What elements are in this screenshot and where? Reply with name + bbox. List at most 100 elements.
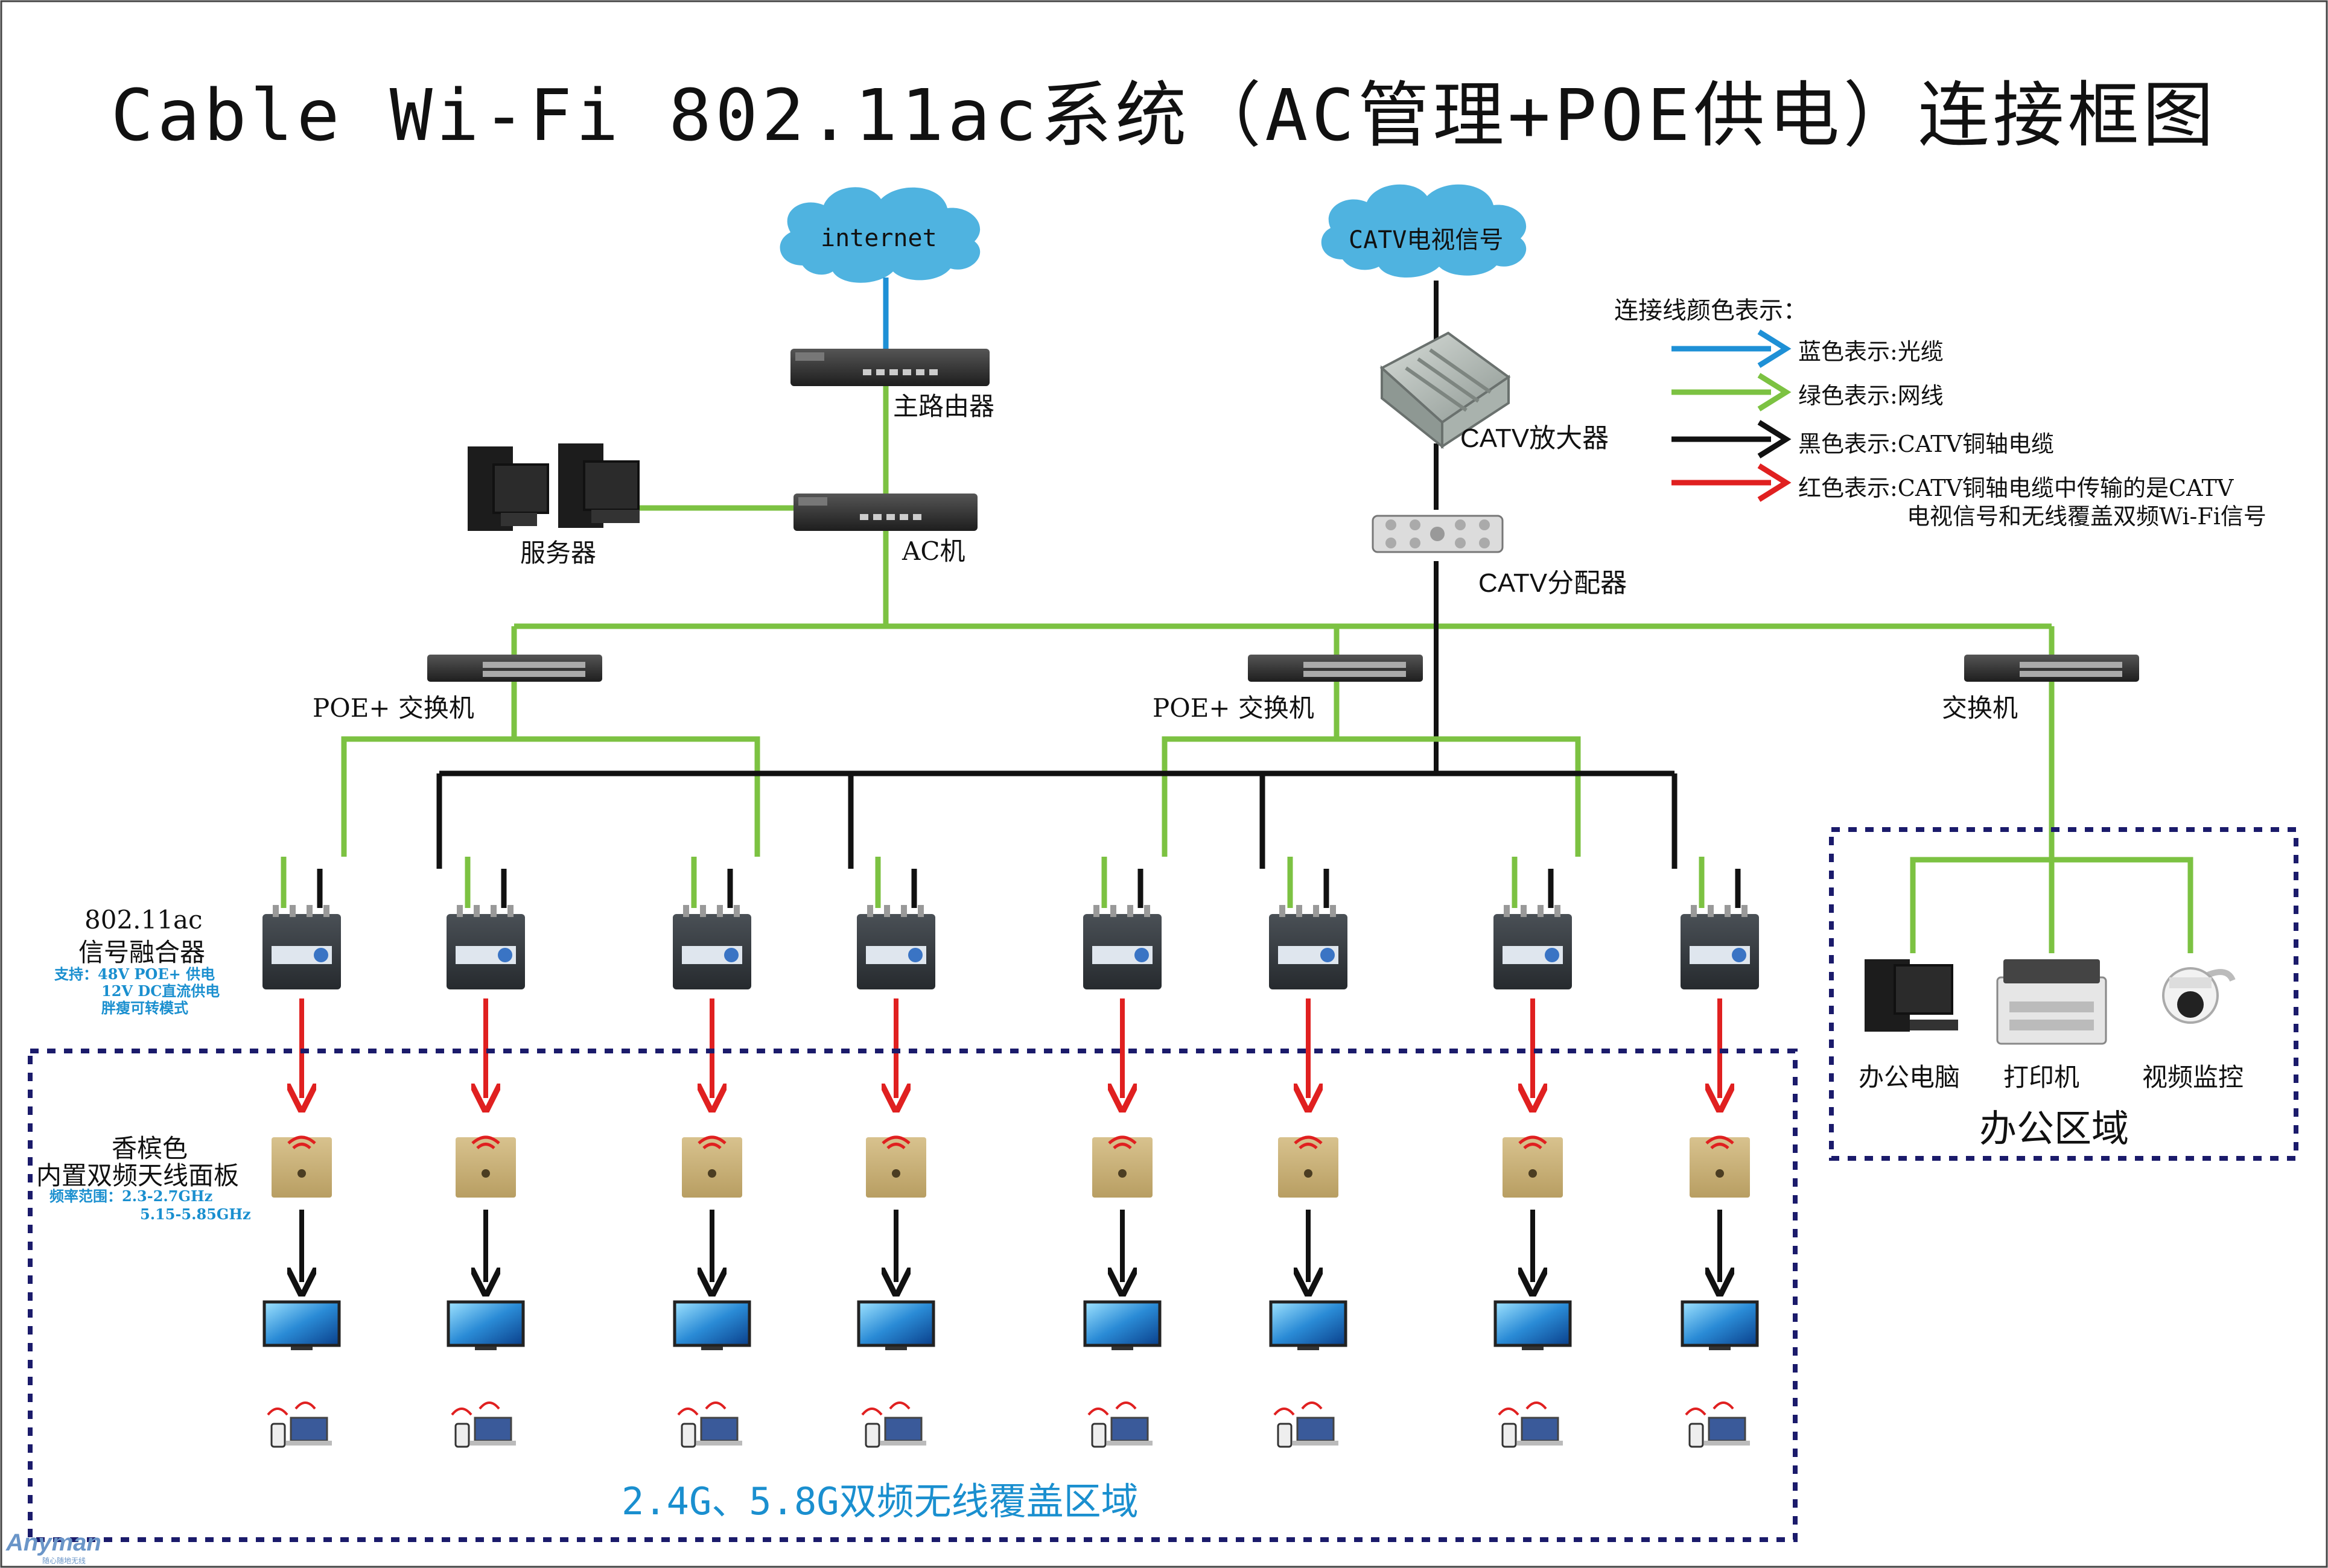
- combiner-port-7-2: [1538, 905, 1544, 917]
- panel-wifi-icon-inner-2: [476, 1143, 495, 1149]
- combiner-port-6-3: [1330, 905, 1336, 917]
- panel-port-7: [1528, 1169, 1537, 1178]
- tv-icon-6: [1269, 1300, 1347, 1347]
- catv-amplifier-icon: [1379, 331, 1511, 449]
- combiner-port-2-3: [507, 905, 514, 917]
- combiner-port-4-0: [867, 905, 873, 917]
- panel-port-8: [1716, 1169, 1724, 1178]
- tv-stand-3: [701, 1347, 723, 1350]
- catv-cloud: [1321, 184, 1527, 278]
- tv-stand-6: [1297, 1347, 1319, 1350]
- lan-branch-right: [1162, 736, 1581, 857]
- legend-arrowhead-1: [1757, 329, 1792, 368]
- device-wifi-icon-5: [1087, 1408, 1109, 1416]
- tv-icon-4: [857, 1300, 935, 1347]
- combiner-title-2: 信号融合器: [78, 938, 206, 967]
- office-pc-icon: [1865, 959, 1958, 1032]
- device-wifi-icon-2-6: [1301, 1401, 1323, 1410]
- panel-port-1: [297, 1169, 306, 1178]
- panel-wifi-icon-inner-5: [1113, 1143, 1132, 1149]
- tv-icon-5: [1083, 1300, 1162, 1347]
- panel-wifi-icon-7: [1518, 1135, 1547, 1144]
- phone-icon-8: [1688, 1423, 1704, 1448]
- antenna-panel-2: [456, 1137, 516, 1198]
- catv-splitter-label: CATV分配器: [1478, 568, 1627, 598]
- phone-icon-5: [1091, 1423, 1107, 1448]
- laptop-icon-5: [1110, 1417, 1149, 1442]
- catv-signal-label: CATV电视信号: [1349, 226, 1504, 254]
- laptop-icon-7: [1521, 1417, 1559, 1442]
- combiner-port-1-0: [273, 905, 279, 917]
- panel-freq-2: 5.15-5.85GHz: [140, 1205, 251, 1223]
- device-wifi-icon-2-5: [1115, 1401, 1137, 1410]
- device-wifi-icon-3: [677, 1408, 699, 1416]
- phone-icon-6: [1277, 1423, 1293, 1448]
- office-zone-title: 办公区域: [1979, 1106, 2129, 1151]
- main-router-label: 主路由器: [893, 392, 995, 421]
- combiner-port-4-2: [901, 905, 907, 917]
- combiner-logo-2: [498, 948, 512, 962]
- laptop-icon-4: [884, 1417, 923, 1442]
- panel-wifi-icon-inner-7: [1523, 1143, 1542, 1149]
- panel-wifi-icon-4: [882, 1135, 911, 1144]
- tv-icon-3: [673, 1300, 751, 1347]
- combiner-logo-4: [908, 948, 923, 962]
- laptop-base-1: [286, 1441, 332, 1446]
- legend-item-lan: 绿色表示:网线: [1798, 382, 1944, 409]
- antenna-panel-1: [272, 1137, 332, 1198]
- panel-wifi-icon-inner-3: [702, 1143, 722, 1149]
- phone-icon-2: [454, 1423, 470, 1448]
- antenna-panel-3: [682, 1137, 742, 1198]
- device-wifi-icon-4: [861, 1408, 883, 1416]
- combiner-logo-6: [1320, 948, 1335, 962]
- device-wifi-icon-6: [1273, 1408, 1295, 1416]
- panel-freq-1: 频率范围：2.3-2.7GHz: [49, 1187, 213, 1205]
- laptop-icon-6: [1296, 1417, 1335, 1442]
- office-pc-label: 办公电脑: [1859, 1062, 1961, 1092]
- phone-icon-3: [681, 1423, 696, 1448]
- combiner-port-2-1: [474, 905, 480, 917]
- combiner-port-8-1: [1708, 905, 1714, 917]
- combiner-port-7-3: [1554, 905, 1560, 917]
- device-wifi-icon-2-1: [294, 1401, 316, 1410]
- device-wifi-icon-8: [1685, 1408, 1706, 1416]
- legend-arrowhead-3: [1757, 420, 1792, 459]
- combiner-port-4-3: [918, 905, 924, 917]
- combiner-port-3-0: [683, 905, 689, 917]
- laptop-icon-2: [474, 1417, 512, 1442]
- combiner-note-1: 支持：48V POE+ 供电: [54, 965, 215, 983]
- panel-wifi-icon-8: [1705, 1135, 1734, 1144]
- device-wifi-icon-2-8: [1713, 1401, 1734, 1410]
- laptop-base-2: [470, 1441, 516, 1446]
- panel-port-6: [1304, 1169, 1312, 1178]
- ac-controller: [793, 494, 978, 531]
- combiner-port-6-2: [1313, 905, 1319, 917]
- main-router: [790, 349, 990, 386]
- legend-item-signal-2: 电视信号和无线覆盖双频Wi-Fi信号: [1907, 503, 2266, 530]
- legend-item-signal: 红色表示:CATV铜轴电缆中传输的是CATV: [1798, 475, 2234, 501]
- combiner-note-3: 胖瘦可转模式: [101, 999, 188, 1017]
- phone-icon-4: [865, 1423, 880, 1448]
- combiner-port-5-2: [1127, 905, 1133, 917]
- legend-item-coax: 黑色表示:CATV铜轴电缆: [1798, 431, 2055, 457]
- laptop-base-7: [1517, 1441, 1563, 1446]
- antenna-panel-7: [1503, 1137, 1563, 1198]
- printer-icon: [1996, 959, 2107, 1045]
- combiner-port-5-1: [1110, 905, 1116, 917]
- legend-arrowhead-4: [1757, 463, 1792, 502]
- switch-3-label: 交换机: [1942, 693, 2018, 723]
- combiner-logo-1: [314, 948, 328, 962]
- combiner-port-2-0: [457, 905, 463, 917]
- server-icon: [468, 443, 640, 531]
- combiner-port-4-1: [884, 905, 890, 917]
- printer-label: 打印机: [2003, 1062, 2080, 1092]
- tv-icon-2: [447, 1300, 525, 1347]
- wifi-coverage-zone: [28, 1049, 1798, 1542]
- panel-port-5: [1118, 1169, 1127, 1178]
- panel-wifi-icon-5: [1108, 1135, 1137, 1144]
- tv-icon-7: [1493, 1300, 1572, 1347]
- combiner-logo-3: [724, 948, 739, 962]
- device-wifi-icon-2-3: [705, 1401, 727, 1410]
- combiner-port-8-0: [1691, 905, 1697, 917]
- combiner-port-3-1: [700, 905, 706, 917]
